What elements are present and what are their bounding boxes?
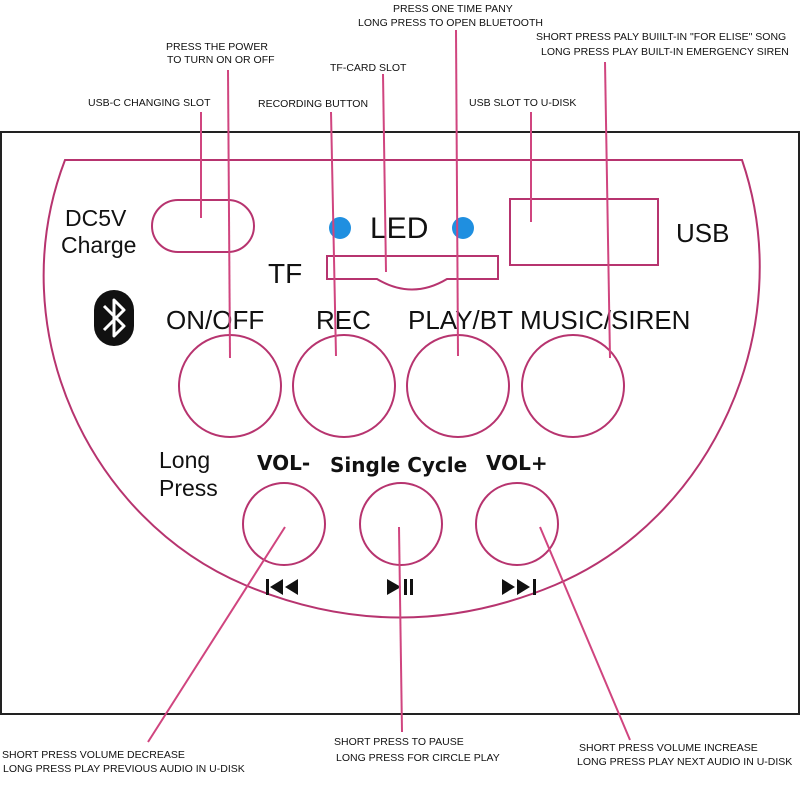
usb-label: USB [676, 218, 729, 248]
callout-music-1: SHORT PRESS PALY BUIILT-IN "FOR ELISE" S… [536, 31, 786, 43]
callout-usb-slot: USB SLOT TO U-DISK [469, 97, 576, 109]
control-panel [42, 159, 761, 619]
callout-power-2: TO TURN ON OR OFF [167, 54, 275, 66]
callout-vol-down-2: LONG PRESS PLAY PREVIOUS AUDIO IN U-DISK [3, 763, 245, 775]
callout-vol-up-2: LONG PRESS PLAY NEXT AUDIO IN U-DISK [577, 756, 792, 768]
callout-recording: RECORDING BUTTON [258, 98, 368, 110]
callout-play-2: LONG PRESS TO OPEN BLUETOOTH [358, 17, 543, 29]
tf-card-slot [326, 255, 499, 291]
callout-vol-up-1: SHORT PRESS VOLUME INCREASE [579, 742, 758, 754]
long-label: Long [159, 447, 210, 473]
leader-music [604, 61, 611, 359]
music-siren-label: MUSIC/SIREN [520, 305, 690, 335]
led-left [329, 217, 351, 239]
bluetooth-icon [94, 290, 134, 346]
music-siren-button[interactable] [521, 334, 625, 438]
dc5v-label: DC5V [65, 205, 127, 231]
rec-button[interactable] [292, 334, 396, 438]
device-frame [0, 131, 800, 715]
callout-pause-1: SHORT PRESS TO PAUSE [334, 736, 464, 748]
led-right [452, 217, 474, 239]
callout-play-1: PRESS ONE TIME PANY [393, 3, 513, 15]
charge-label: Charge [61, 232, 136, 258]
callout-pause-2: LONG PRESS FOR CIRCLE PLAY [336, 752, 500, 764]
play-pause-button[interactable] [359, 482, 443, 566]
vol-plus-button[interactable] [475, 482, 559, 566]
usb-c-port [151, 199, 255, 253]
leader-play [455, 29, 459, 357]
leader-rec [330, 111, 337, 357]
previous-track-icon [266, 579, 298, 595]
play-bt-label: PLAY/BT [408, 305, 513, 335]
vol-plus-label: VOL+ [486, 451, 548, 475]
vol-minus-label: VOL- [257, 451, 310, 475]
leader-vol-plus [539, 526, 631, 741]
play-pause-icon [387, 579, 413, 595]
led-label: LED [370, 212, 428, 245]
callout-usb-c-slot: USB-C CHANGING SLOT [88, 97, 211, 109]
callout-music-2: LONG PRESS PLAY BUILT-IN EMERGENCY SIREN [541, 46, 789, 58]
leader-pause [398, 526, 403, 733]
press-label: Press [159, 475, 218, 501]
leader-vol-minus [147, 526, 286, 743]
leader-tf [382, 73, 387, 273]
leader-power [227, 69, 231, 359]
on-off-label: ON/OFF [166, 305, 264, 335]
callout-tf-slot: TF-CARD SLOT [330, 62, 407, 74]
callout-vol-down-1: SHORT PRESS VOLUME DECREASE [2, 749, 185, 761]
rec-label: REC [316, 305, 371, 335]
single-cycle-label: Single Cycle [330, 453, 467, 477]
vol-minus-button[interactable] [242, 482, 326, 566]
usb-port [509, 198, 659, 266]
next-track-icon [502, 579, 536, 595]
callout-power-1: PRESS THE POWER [166, 41, 268, 53]
tf-label: TF [268, 258, 302, 289]
